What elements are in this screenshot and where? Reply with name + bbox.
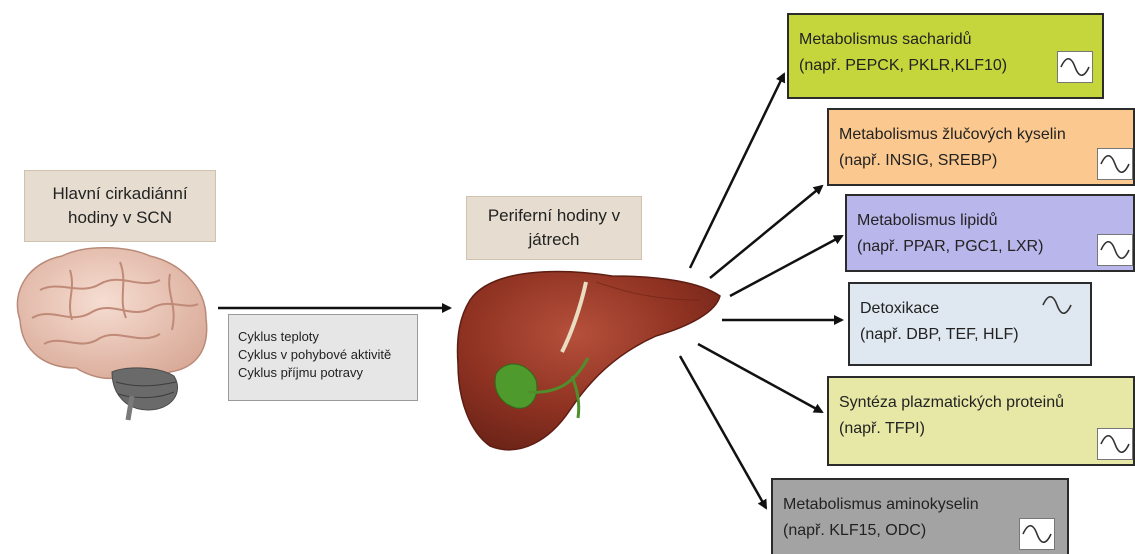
cycle-item: Cyklus příjmu potravy <box>238 364 417 382</box>
sine-wave-icon <box>1097 234 1133 266</box>
output-title: Metabolismus žlučových kyselin <box>839 122 1133 148</box>
scn-label-line: hodiny v SCN <box>68 206 172 230</box>
sine-wave-icon <box>1040 290 1076 322</box>
output-title: Metabolismus sacharidů <box>799 27 1102 53</box>
output-example: (např. DBP, TEF, HLF) <box>860 322 1090 348</box>
liver-illustration <box>458 272 721 450</box>
cycles-box: Cyklus teploty Cyklus v pohybové aktivit… <box>228 314 418 401</box>
cycle-item: Cyklus v pohybové aktivitě <box>238 346 417 364</box>
liver-label-line: játrech <box>528 228 579 252</box>
output-example: (např. INSIG, SREBP) <box>839 148 1133 174</box>
cycle-item: Cyklus teploty <box>238 328 417 346</box>
sine-wave-icon <box>1097 428 1133 460</box>
scn-label: Hlavní cirkadiánní hodiny v SCN <box>24 170 216 242</box>
output-title: Syntéza plazmatických proteinů <box>839 390 1133 416</box>
arrow <box>690 74 784 268</box>
sine-wave-icon <box>1097 148 1133 180</box>
output-box-zlucove-kyseliny: Metabolismus žlučových kyselin (např. IN… <box>827 108 1135 186</box>
output-box-plazmaticke-proteiny: Syntéza plazmatických proteinů (např. TF… <box>827 376 1135 466</box>
output-title: Metabolismus aminokyselin <box>783 492 1067 518</box>
output-title: Metabolismus lipidů <box>857 208 1133 234</box>
brain-illustration <box>17 248 206 420</box>
sine-wave-icon <box>1057 51 1093 83</box>
arrow <box>730 236 842 296</box>
output-box-detoxikace: Detoxikace (např. DBP, TEF, HLF) <box>848 282 1092 366</box>
liver-label-line: Periferní hodiny v <box>488 204 620 228</box>
scn-label-line: Hlavní cirkadiánní <box>52 182 187 206</box>
output-box-lipidy: Metabolismus lipidů (např. PPAR, PGC1, L… <box>845 194 1135 272</box>
liver-label: Periferní hodiny v játrech <box>466 196 642 260</box>
arrow <box>680 356 766 508</box>
arrow <box>698 344 822 412</box>
sine-wave-icon <box>1019 518 1055 550</box>
output-box-sacharidy: Metabolismus sacharidů (např. PEPCK, PKL… <box>787 13 1104 99</box>
output-example: (např. TFPI) <box>839 416 1133 442</box>
output-box-aminokyseliny: Metabolismus aminokyselin (např. KLF15, … <box>771 478 1069 554</box>
arrow <box>710 186 822 278</box>
output-example: (např. PPAR, PGC1, LXR) <box>857 234 1133 260</box>
